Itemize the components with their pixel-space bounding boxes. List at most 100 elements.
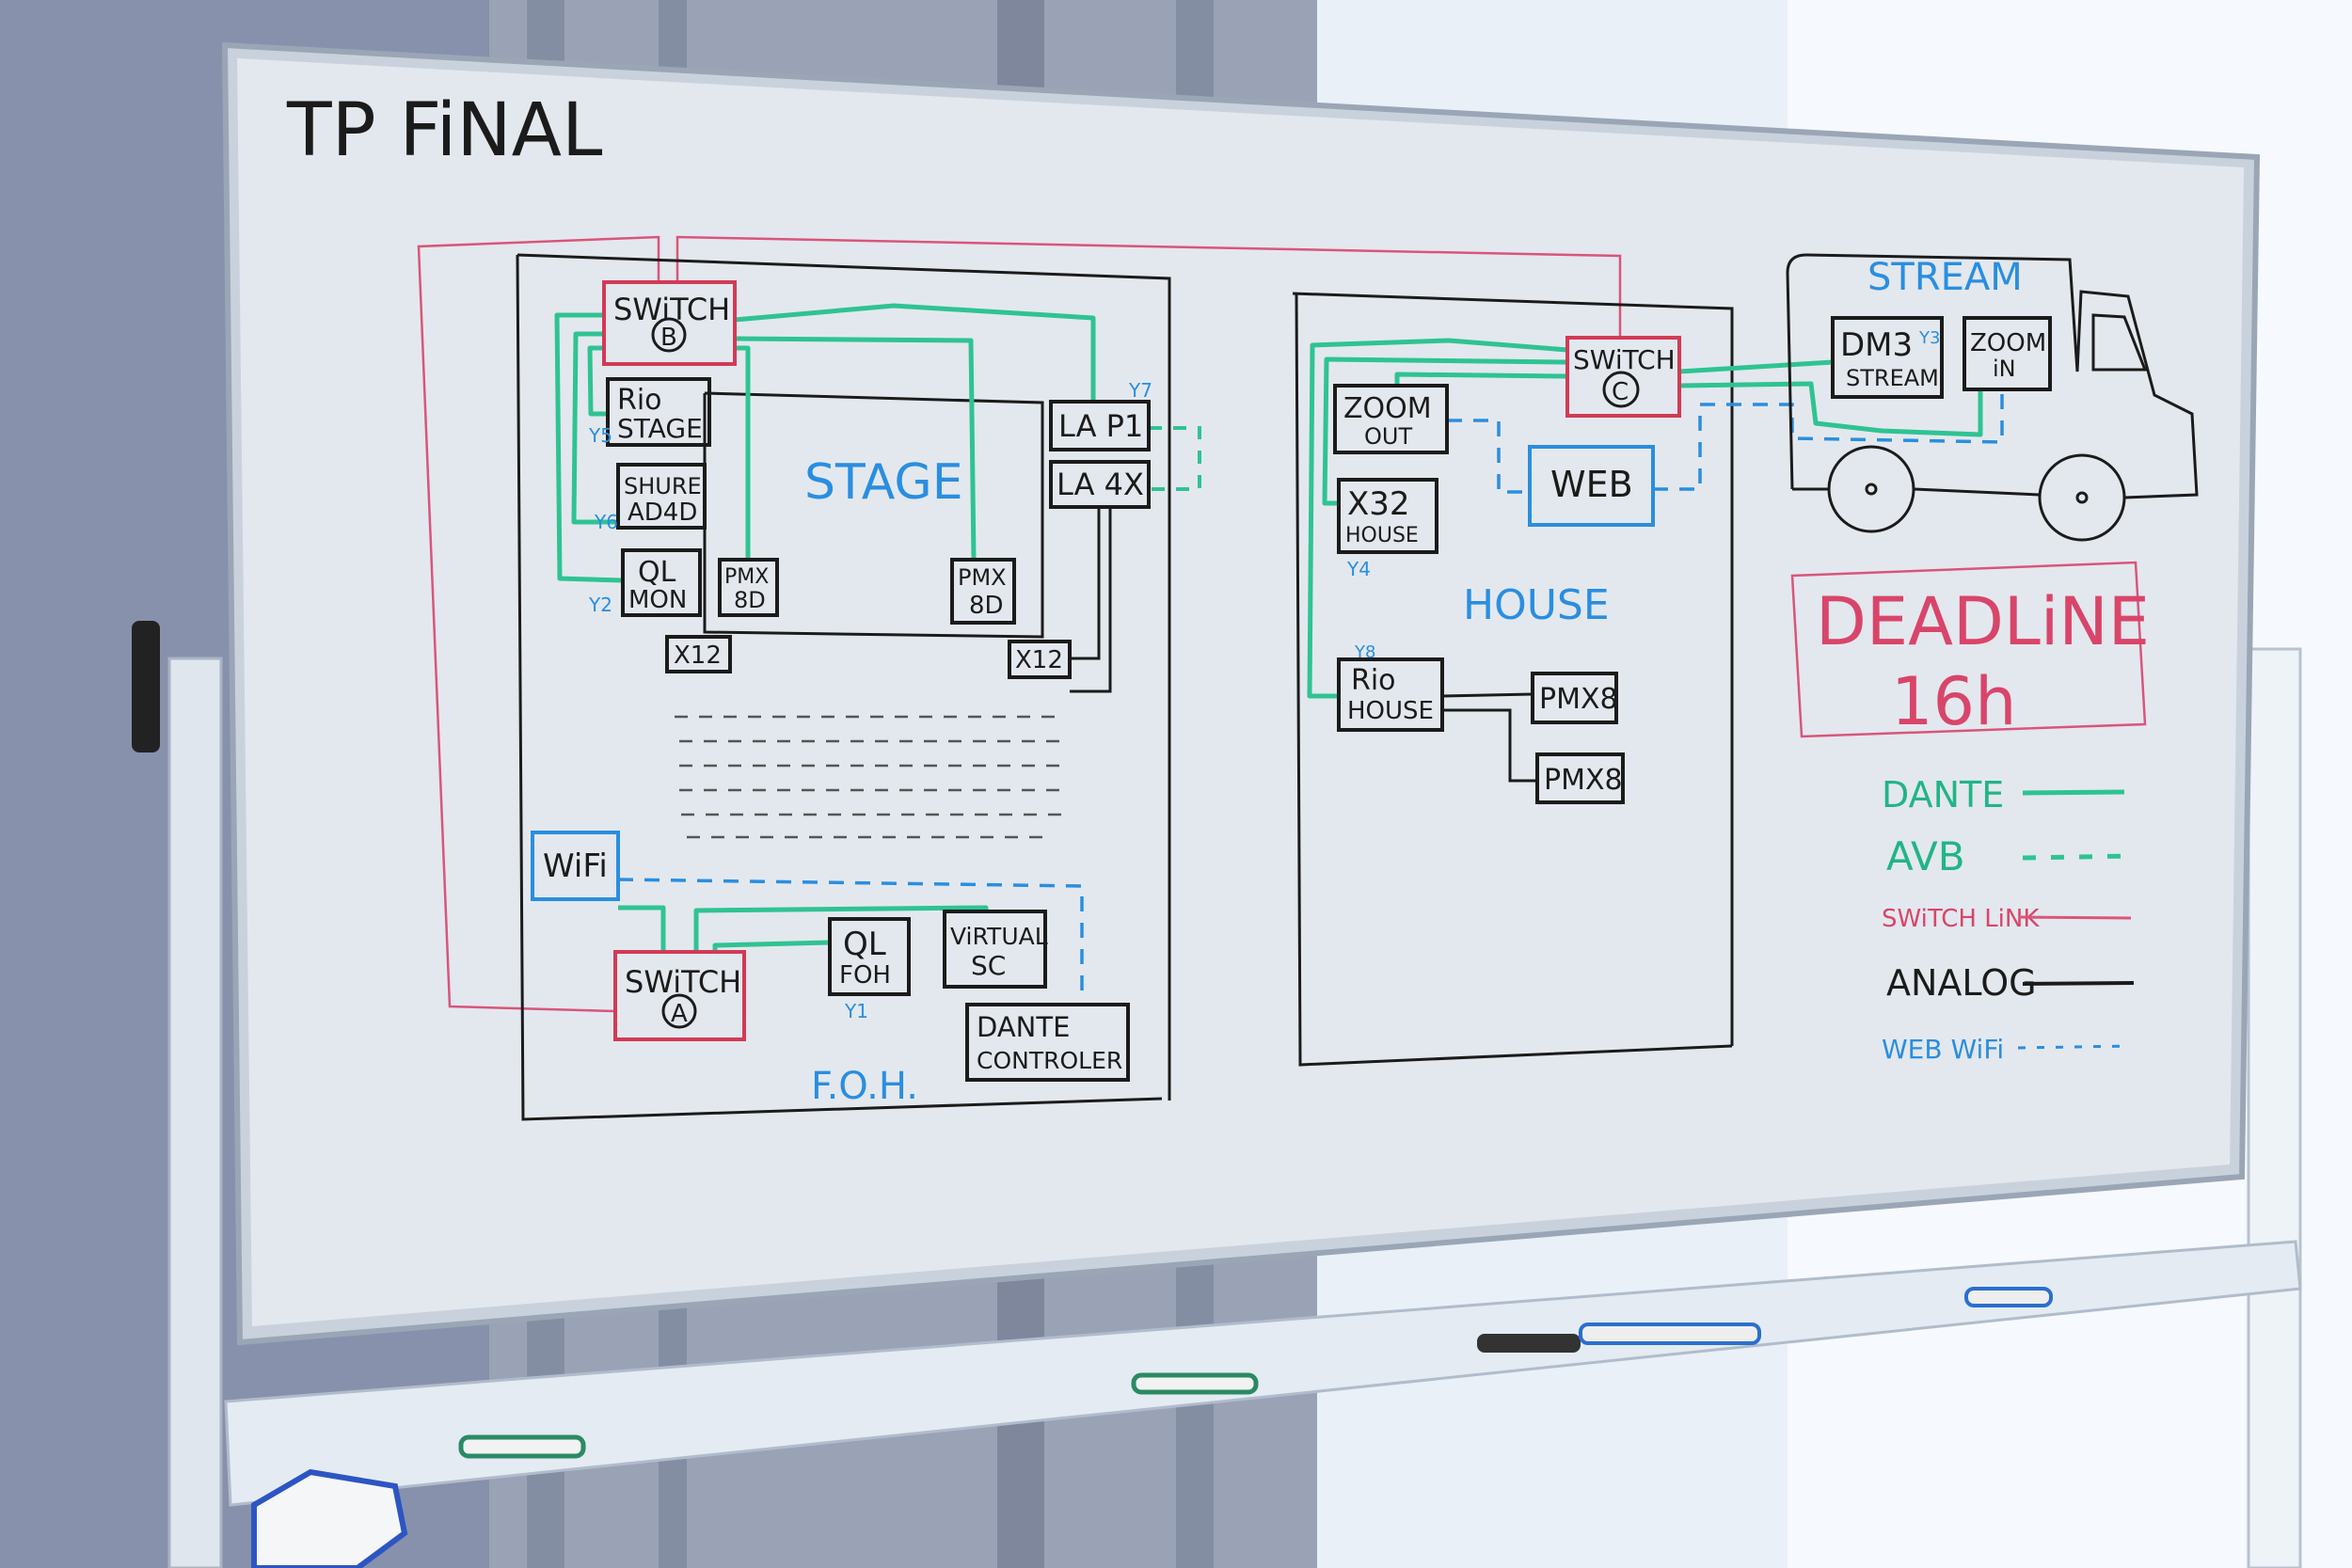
stream-label: STREAM — [1867, 256, 2023, 299]
marker-green — [458, 1434, 586, 1459]
stand-right-post — [2247, 647, 2302, 1568]
legend: DANTE AVB SWiTCH LiNK ANALOG WEB WiFi — [1882, 774, 2135, 1065]
stage-pmx-left-0-text: PMX — [724, 565, 769, 589]
marker-black — [1477, 1334, 1581, 1353]
dm3-stream-box — [1831, 316, 1944, 399]
ql-foh-box — [828, 917, 911, 996]
deadline-text: DEADLiNE — [1816, 583, 2150, 660]
stand-clamp — [132, 621, 160, 752]
stage-pmx-left-1-text: 8D — [734, 587, 766, 613]
legend-dante-label: DANTE — [1882, 774, 2004, 816]
stream-zoom-in-1-text: iN — [1993, 356, 2016, 382]
foh-virtual-sc-0-text: ViRTUAL — [950, 923, 1048, 950]
pmx-8d-left-box — [718, 558, 779, 617]
pmx-8d-right-box — [950, 558, 1016, 625]
marker-green — [1131, 1372, 1259, 1395]
stream-zoom-in-0-text: ZOOM — [1970, 329, 2046, 357]
truck-wheel — [2038, 453, 2126, 542]
stage-ql-mon-1-text: MON — [628, 586, 687, 614]
marker-blue — [1579, 1323, 1761, 1345]
stream-dm3-1-text: STREAM — [1846, 365, 1939, 391]
la-4x-box — [1049, 460, 1151, 509]
marker-blue — [1964, 1287, 2053, 1307]
house-zoom-out-1-text: OUT — [1364, 423, 1412, 450]
house-pmx8-a-text: PMX8 — [1539, 683, 1618, 716]
house-region: HOUSE SWiTCH C ZOOM OUT X32 HOUSE Y4 WEB… — [1292, 292, 2004, 1067]
stage-region: STAGE SWiTCH B Rio STAGE Y5 SHURE AD4D Y… — [516, 253, 1201, 1121]
truck-outline — [1786, 253, 2199, 499]
stage-label: STAGE — [804, 454, 963, 511]
foh-dante-controller-0-text: DANTE — [977, 1011, 1070, 1043]
legend-avb-swatch — [2022, 853, 2132, 861]
house-switch-c-1-text: C — [1612, 378, 1629, 406]
zoom-out-box — [1333, 384, 1449, 454]
ql-mon-box — [621, 548, 702, 617]
stage-shure-0-text: SHURE — [624, 473, 702, 499]
stage-x12-right-text: X12 — [1015, 646, 1063, 674]
stage-switch-b-0-text: SWiTCH — [613, 292, 730, 327]
stage-shure-1-text: AD4D — [628, 499, 697, 527]
dante-controller-box — [965, 1003, 1130, 1082]
switch-b-box — [602, 280, 737, 366]
stage-ql-mon-0-text: QL — [638, 556, 676, 589]
marker-tray — [224, 1240, 2302, 1507]
zoom-in-box — [1963, 316, 2052, 391]
legend-switch-link-label: SWiTCH LiNK — [1882, 905, 2040, 933]
switch-b-circle — [651, 317, 687, 353]
house-rio-house-0-text: Rio — [1351, 664, 1396, 697]
foh-switch-a-1-text: A — [671, 1000, 688, 1028]
legend-avb-label: AVB — [1886, 833, 1965, 879]
stage-switch-b-1-text: B — [660, 324, 677, 352]
house-switch-c-0-text: SWiTCH — [1573, 344, 1676, 375]
stage-la-4x-text: LA 4X — [1057, 467, 1144, 502]
house-zoom-out-0-text: ZOOM — [1343, 392, 1432, 425]
stage-pmx-right-0-text: PMX — [958, 564, 1007, 591]
whiteboard-surface — [237, 58, 2244, 1326]
house-rio-house-1-text: HOUSE — [1347, 697, 1434, 725]
x32-house-box — [1337, 478, 1438, 554]
audience-area — [675, 715, 1065, 839]
house-label: HOUSE — [1463, 581, 1610, 629]
stream-dm3-tag-text: Y3 — [1918, 328, 1940, 348]
foh-label: F.O.H. — [811, 1065, 918, 1108]
deadline-time: 16h — [1891, 663, 2016, 740]
stage-la-p1-text: LA P1 — [1058, 408, 1143, 444]
stage-pmx-right-1-text: 8D — [969, 592, 1004, 620]
foh-wifi-text: WiFi — [543, 847, 608, 885]
house-pmx8-b-text: PMX8 — [1544, 764, 1623, 797]
stream-truck: STREAM DM3 STREAM Y3 ZOOM iN — [1786, 253, 2199, 542]
x12-left-box — [665, 635, 732, 673]
pmx8-b-box — [1535, 752, 1625, 804]
foh-switch-a-0-text: SWiTCH — [625, 964, 741, 1000]
house-x32-house-1-text: HOUSE — [1345, 524, 1419, 547]
spray-bottle — [251, 1468, 408, 1568]
foh-ql-foh-0-text: QL — [843, 926, 886, 963]
switch-c-box — [1565, 336, 1681, 418]
house-web-text: WEB — [1550, 464, 1633, 505]
board-title: TP FiNAL — [286, 88, 603, 173]
wifi-box — [531, 831, 620, 901]
stage-ql-mon-tag-text: Y2 — [588, 594, 612, 616]
stage-rio-stage-0-text: Rio — [617, 384, 662, 417]
stream-dm3-0-text: DM3 — [1840, 326, 1913, 364]
foh-dante-controller-1-text: CONTROLER — [977, 1047, 1122, 1074]
stand-left-post — [167, 657, 223, 1568]
shure-ad4d-box — [616, 463, 707, 530]
pmx8-a-box — [1531, 672, 1618, 724]
legend-dante-swatch — [2022, 789, 2125, 796]
markers — [458, 1287, 2053, 1459]
la-p1-box — [1049, 400, 1151, 451]
legend-web-wifi-label: WEB WiFi — [1882, 1034, 2004, 1065]
house-rio-house-tag-text: Y8 — [1354, 642, 1375, 662]
house-x32-house-0-text: X32 — [1347, 485, 1410, 523]
legend-analog-label: ANALOG — [1886, 962, 2037, 1004]
x12-right-box — [1008, 640, 1072, 679]
legend-analog-swatch — [2022, 981, 2135, 986]
stage-x12-left-text: X12 — [674, 641, 722, 670]
rio-stage-box — [606, 377, 711, 447]
deadline-note: DEADLiNE 16h — [1790, 561, 2150, 740]
truck-window — [2091, 313, 2148, 372]
switch-a-box — [613, 950, 746, 1041]
stage-shure-tag-text: Y6 — [594, 511, 618, 533]
